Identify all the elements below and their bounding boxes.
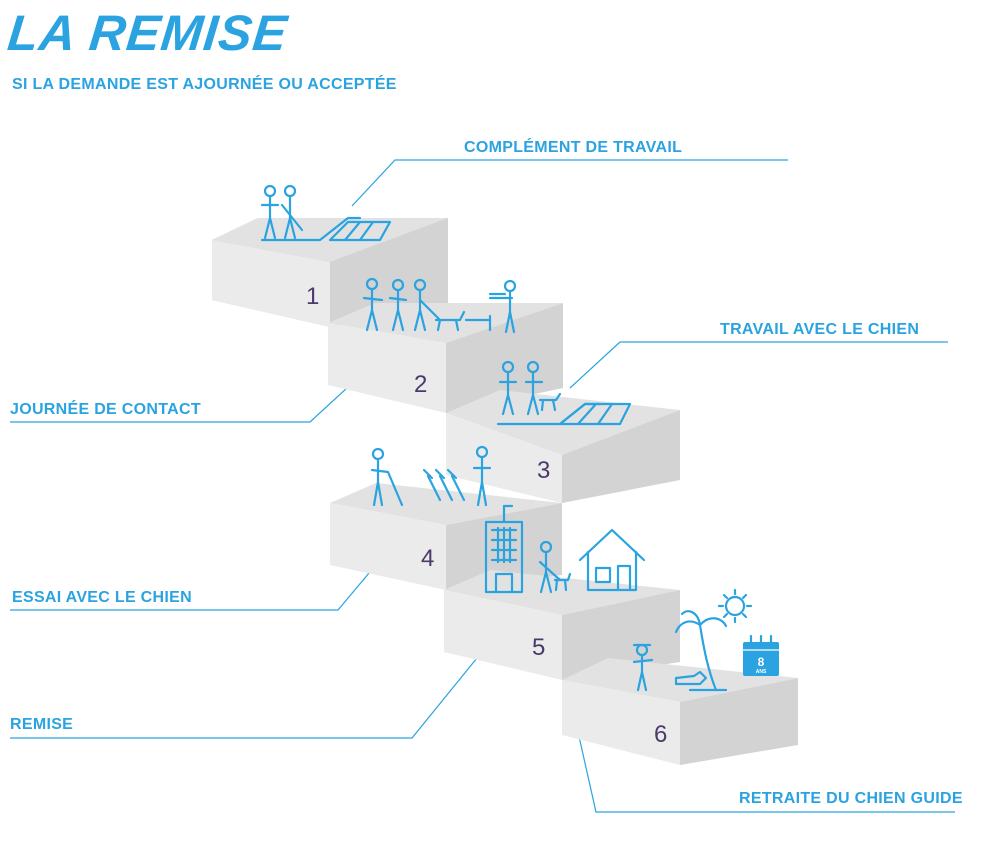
dog-icon-step2 xyxy=(430,310,492,332)
contact-group-icon xyxy=(362,277,434,332)
block-1-front xyxy=(212,240,330,327)
leader-lines xyxy=(10,159,955,813)
step-block-1: 1 xyxy=(212,218,448,327)
block-2-top xyxy=(328,303,563,343)
sun-icon xyxy=(717,588,753,624)
step-label-3: TRAVAIL AVEC LE CHIEN xyxy=(720,321,920,338)
leader-line-5 xyxy=(10,641,491,739)
step-label-4: ESSAI AVEC LE CHIEN xyxy=(12,589,192,606)
page-subtitle: SI LA DEMANDE EST AJOURNÉE OU ACCEPTÉE xyxy=(12,76,397,93)
walkers-icon xyxy=(260,184,304,240)
step-block-6: 6 xyxy=(562,658,798,765)
block-5-top xyxy=(444,570,680,615)
step-label-2: JOURNÉE DE CONTACT xyxy=(10,401,201,418)
block-2-front xyxy=(328,323,446,413)
block-6-right xyxy=(680,678,798,765)
retiree-icon xyxy=(632,643,654,692)
step-label-5: REMISE xyxy=(10,716,74,733)
tactile-mat-icon-step3 xyxy=(496,402,632,426)
step-number-1: 1 xyxy=(306,283,319,310)
trainer-icon xyxy=(488,279,517,334)
step-number-4: 4 xyxy=(421,545,434,572)
block-3-front xyxy=(446,413,562,503)
block-4-top xyxy=(330,483,562,525)
step-block-2: 2 xyxy=(328,303,563,413)
calendar-icon: 8 ANS xyxy=(743,634,779,676)
step-number-6: 6 xyxy=(654,721,667,748)
work-with-dog-icon xyxy=(498,360,562,416)
block-1-right xyxy=(330,218,448,327)
leader-line-1 xyxy=(351,159,788,207)
step-number-3: 3 xyxy=(537,457,550,484)
block-4-front xyxy=(330,503,446,590)
guided-walker-icon xyxy=(538,540,572,594)
lying-dog-icon xyxy=(674,670,708,686)
tactile-mat-icon xyxy=(260,216,392,242)
step-block-5: 5 xyxy=(444,570,680,680)
step-number-2: 2 xyxy=(414,371,427,398)
block-5-right xyxy=(562,590,680,680)
calendar-unit: ANS xyxy=(756,669,767,675)
block-5-front xyxy=(444,590,562,680)
step-label-6: RETRAITE DU CHIEN GUIDE xyxy=(739,790,963,807)
handler-icon xyxy=(472,445,492,507)
block-6-front xyxy=(562,680,680,765)
leader-line-6 xyxy=(577,731,955,813)
house-icon xyxy=(578,528,646,592)
palm-tree-icon xyxy=(674,610,728,692)
leader-line-3 xyxy=(569,341,948,389)
step-label-1: COMPLÉMENT DE TRAVAIL xyxy=(464,139,683,156)
cane-user-icon xyxy=(370,447,404,507)
block-3-right xyxy=(562,410,680,503)
calendar-value: 8 xyxy=(758,655,765,669)
dogs-trio-icon xyxy=(422,468,466,502)
building-icon xyxy=(484,504,524,594)
step-number-5: 5 xyxy=(532,634,545,661)
